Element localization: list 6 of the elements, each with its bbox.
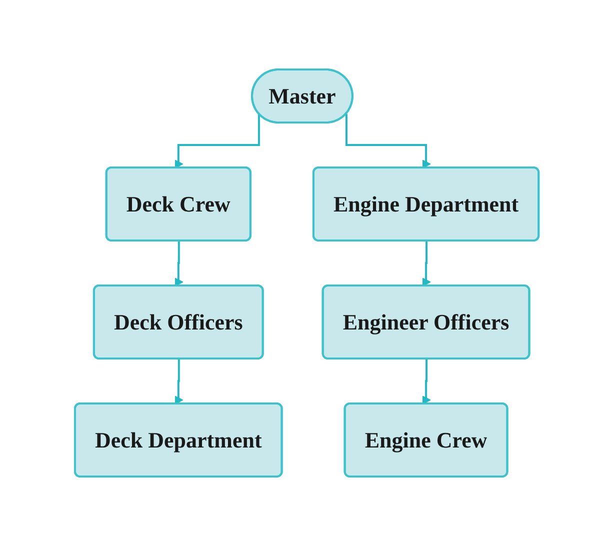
arrow [174, 114, 260, 168]
arrow [174, 241, 183, 286]
arrow [174, 359, 183, 404]
arrow [422, 359, 431, 404]
arrow [422, 241, 431, 286]
arrow [345, 114, 431, 168]
